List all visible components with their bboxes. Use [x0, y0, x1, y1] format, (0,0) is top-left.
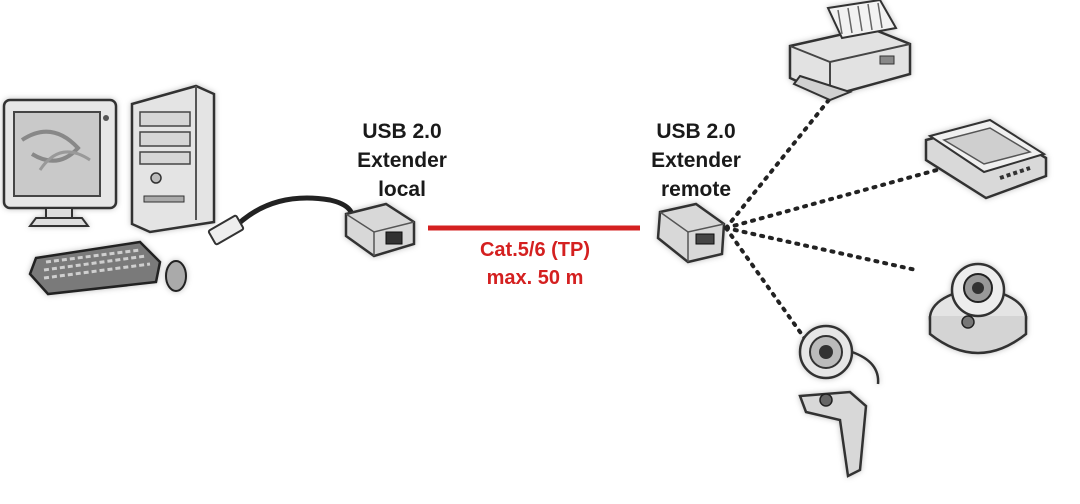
- usb-cable: [207, 195, 356, 246]
- remote-extender-label-line: USB 2.0: [656, 120, 736, 143]
- remote-extender-label: USB 2.0 Extender remote: [616, 117, 776, 204]
- remote-extender-label-line: remote: [660, 178, 732, 201]
- scanner-icon: [924, 118, 1048, 200]
- printer-icon: [788, 0, 912, 102]
- remote-extender-label-line: Extender: [651, 149, 741, 172]
- webcam-icon: [798, 324, 880, 478]
- local-extender-label-line: local: [378, 178, 426, 201]
- cable-length-text: max. 50 m: [486, 267, 584, 289]
- remote-extender-icon: [656, 202, 726, 264]
- local-extender-icon: [344, 202, 416, 258]
- local-extender-label-line: USB 2.0: [362, 120, 442, 143]
- local-extender-label-line: Extender: [357, 149, 447, 172]
- cable-label: Cat.5/6 (TP) max. 50 m: [430, 236, 640, 292]
- computer-icon: [2, 84, 216, 296]
- dome-camera-icon: [928, 262, 1028, 355]
- local-extender-label: USB 2.0 Extender local: [322, 117, 482, 204]
- cable-type-text: Cat.5/6 (TP): [479, 239, 591, 261]
